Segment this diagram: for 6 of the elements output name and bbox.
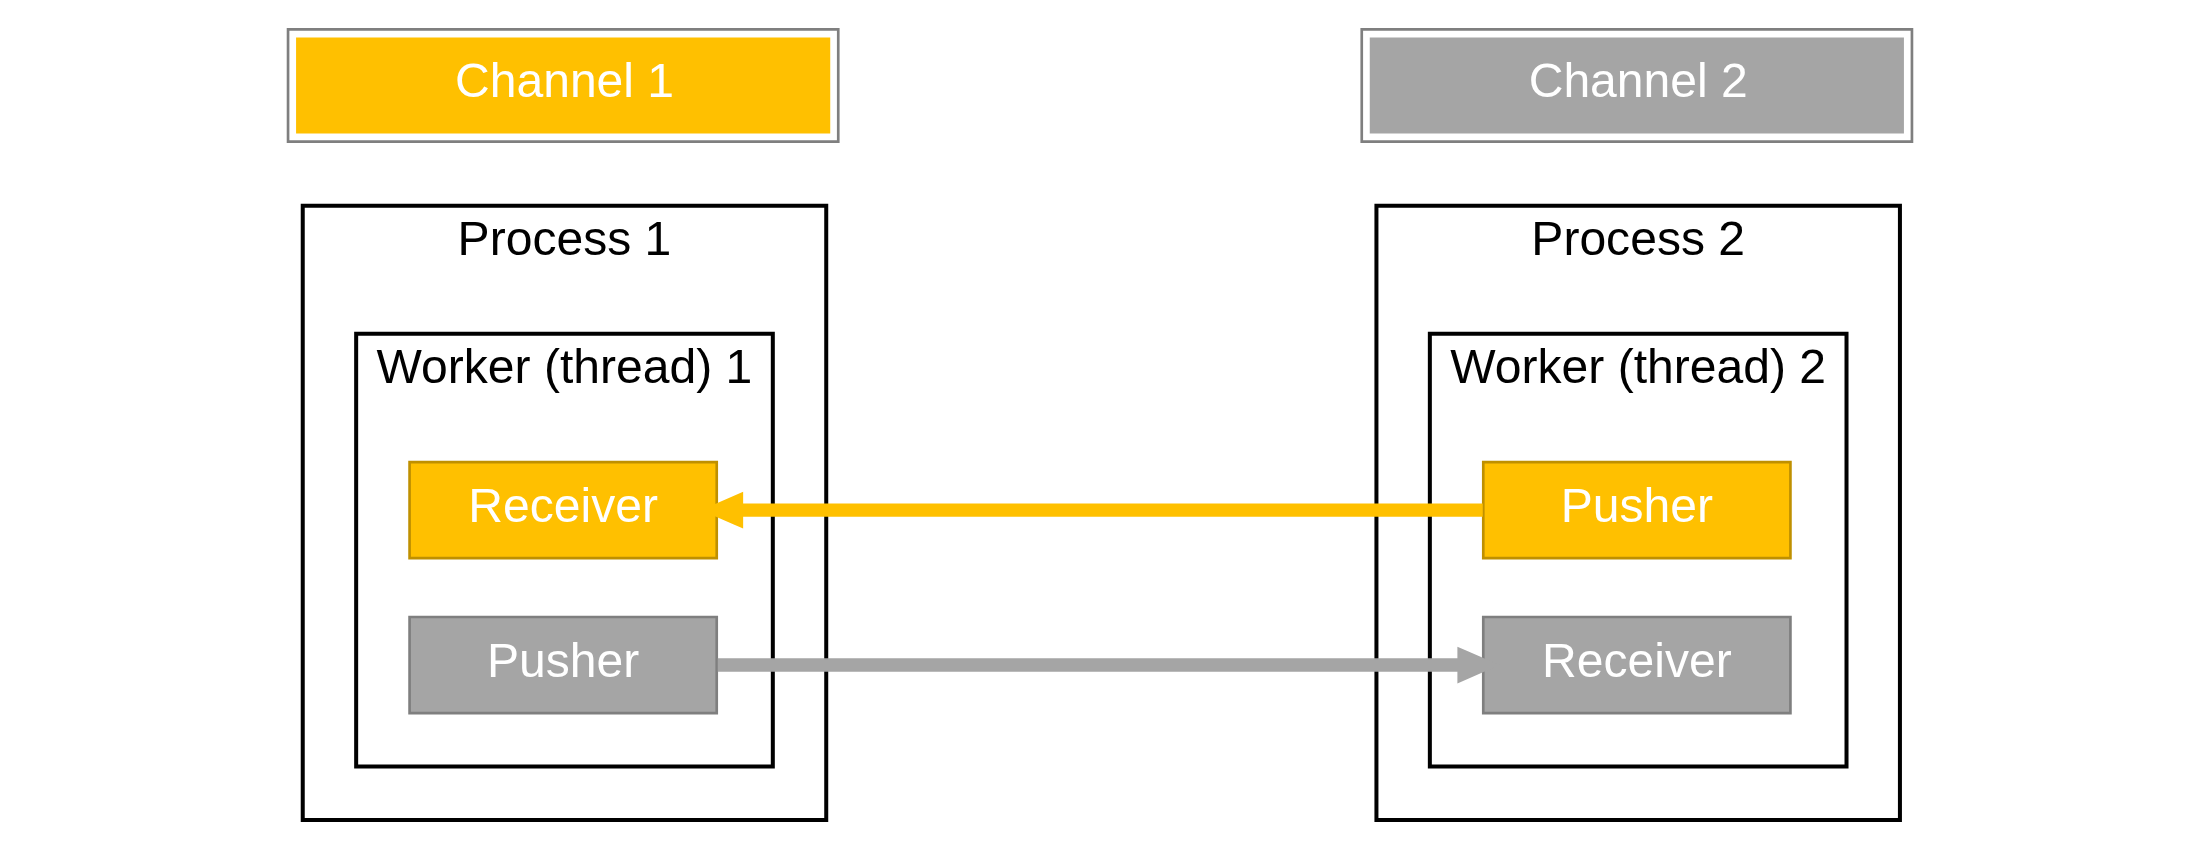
node-box: Receiver: [1481, 615, 1792, 715]
node-box: Receiver: [407, 460, 718, 560]
legend-label: Channel 2: [1528, 53, 1748, 108]
node-box: Pusher: [1481, 460, 1792, 560]
node-box: Pusher: [407, 615, 718, 715]
legend-label: Channel 1: [454, 53, 674, 108]
